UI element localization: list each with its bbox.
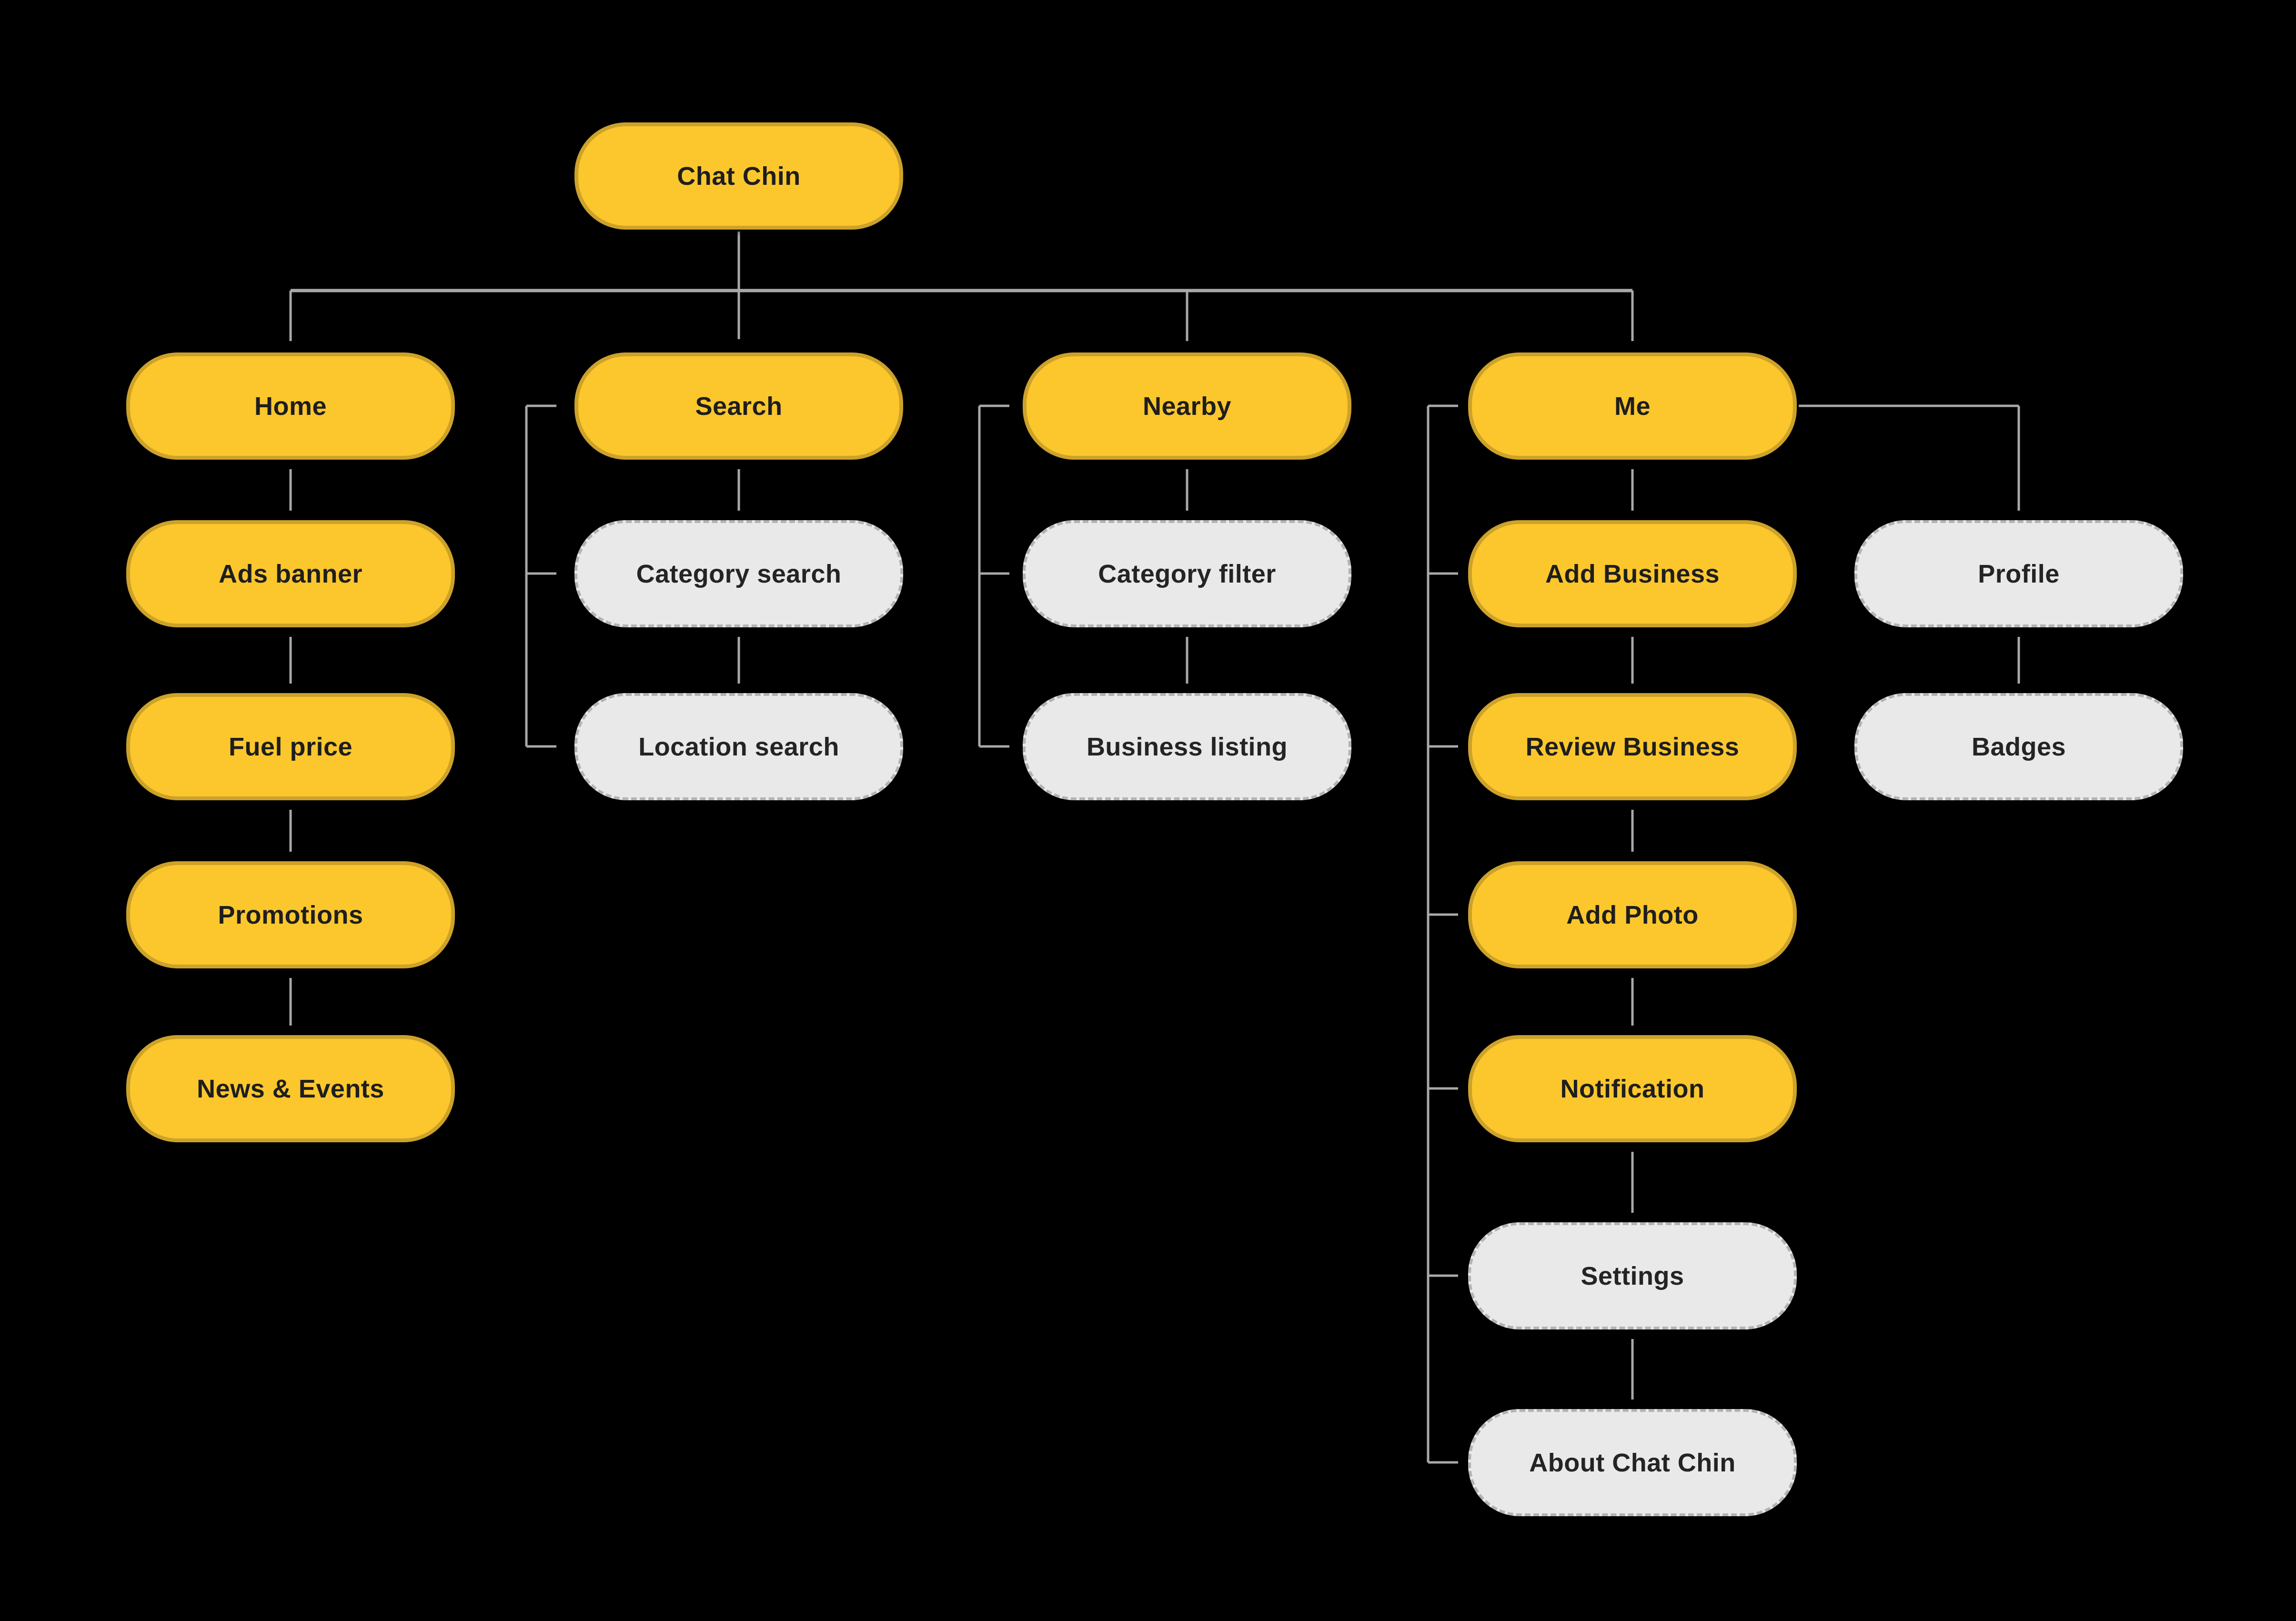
node-label: Settings [1581,1261,1684,1290]
node-label: Category search [636,559,842,588]
node-label: Profile [1978,559,2060,588]
node-label: Chat Chin [677,161,801,191]
node-label: Add Business [1545,559,1720,588]
node-label: Me [1614,392,1651,421]
node-label: Notification [1560,1074,1705,1103]
node-label: Category filter [1098,559,1276,588]
node-notification[interactable]: Notification [1468,1035,1797,1142]
node-label: Review Business [1525,732,1740,761]
node-label: Add Photo [1566,900,1699,929]
node-label: Nearby [1142,392,1232,421]
node-search[interactable]: Search [574,352,903,460]
node-promotions[interactable]: Promotions [126,861,455,968]
node-profile[interactable]: Profile [1854,520,2183,627]
node-label: Fuel price [228,732,353,761]
node-add-business[interactable]: Add Business [1468,520,1797,627]
edge-me-profile-branch [1799,404,2020,684]
node-fuel-price[interactable]: Fuel price [126,693,455,800]
node-label: Badges [1971,732,2066,761]
edge-root-bus [289,232,1634,341]
node-category-search[interactable]: Category search [574,520,903,627]
node-label: Home [254,392,327,421]
node-label: Promotions [218,900,363,929]
bracket-search [525,404,556,748]
node-chat-chin[interactable]: Chat Chin [574,122,903,230]
node-me[interactable]: Me [1468,352,1797,460]
node-badges[interactable]: Badges [1854,693,2183,800]
node-news-events[interactable]: News & Events [126,1035,455,1142]
node-settings[interactable]: Settings [1468,1222,1797,1329]
node-review-business[interactable]: Review Business [1468,693,1797,800]
node-label: Ads banner [218,559,363,588]
node-add-photo[interactable]: Add Photo [1468,861,1797,968]
bracket-me [1427,404,1458,1464]
node-business-listing[interactable]: Business listing [1023,693,1351,800]
node-label: About Chat Chin [1529,1448,1736,1477]
node-category-filter[interactable]: Category filter [1023,520,1351,627]
node-label: Business listing [1086,732,1288,761]
node-location-search[interactable]: Location search [574,693,903,800]
node-label: Location search [638,732,839,761]
node-about-chat-chin[interactable]: About Chat Chin [1468,1409,1797,1516]
node-nearby[interactable]: Nearby [1023,352,1351,460]
node-home[interactable]: Home [126,352,455,460]
node-label: Search [695,392,783,421]
node-label: News & Events [197,1074,384,1103]
bracket-nearby [978,404,1009,748]
node-ads-banner[interactable]: Ads banner [126,520,455,627]
